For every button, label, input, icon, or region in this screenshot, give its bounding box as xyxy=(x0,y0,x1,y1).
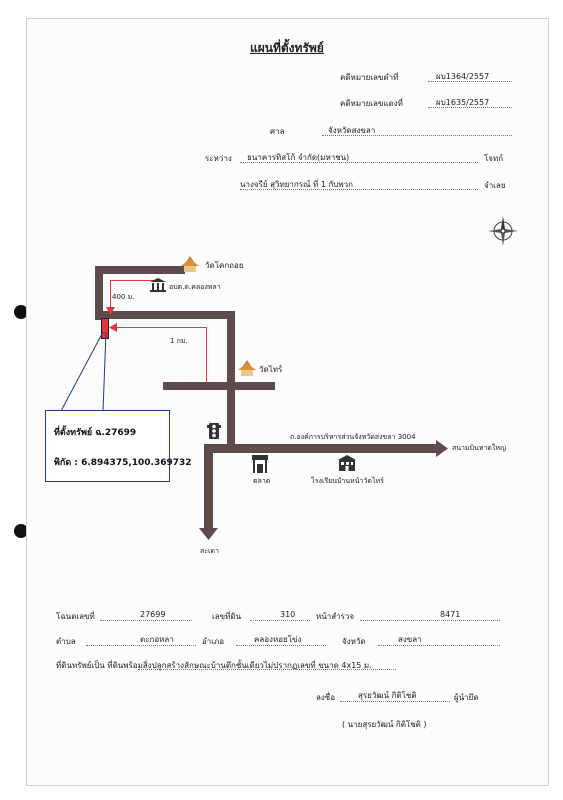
distance-1km-label: 1 กม. xyxy=(170,337,188,345)
deed-no-value: 27699 xyxy=(140,610,166,619)
market-icon xyxy=(252,455,268,473)
plaintiff-value: ธนาคารทิสโก้ จำกัด(มหาชน) xyxy=(247,153,350,162)
property-description: ที่ดินทรัพย์เป็น ที่ดินพร้อมสิ่งปลูกสร้า… xyxy=(56,661,372,670)
road-3004 xyxy=(204,444,437,453)
temple-top-label: วัดโคกถอย xyxy=(205,261,244,270)
red-case-label: คดีหมายเลขแดงที่ xyxy=(340,99,403,108)
school-label: โรงเรียนบ้านหน้าวัดไทร์ xyxy=(311,477,384,485)
province-label: จังหวัด xyxy=(342,637,366,646)
amphoe-value: คลองหอยโข่ง xyxy=(254,635,302,644)
province-value: สงขลา xyxy=(398,635,422,644)
printed-name: ( นายสุรยวัฒน์ กิติโชติ ) xyxy=(342,720,427,729)
district-office-label: อบต.ต.คลองหลา xyxy=(169,283,221,291)
court-underline xyxy=(322,135,512,136)
black-case-value: ผบ1364/2557 xyxy=(436,72,490,81)
tambon-underline xyxy=(86,645,196,646)
government-building-icon xyxy=(150,278,166,292)
province-underline xyxy=(378,645,500,646)
distance-arrow-1km-icon xyxy=(109,323,117,332)
tambon-value: ตะกอหลา xyxy=(140,635,174,644)
sign-label: ลงชื่อ xyxy=(316,693,336,702)
distance-400-label: 400 ม. xyxy=(112,293,135,301)
defendant-suffix: จำเลย xyxy=(484,181,506,190)
survey-underline xyxy=(360,620,500,621)
property-deed-text: ที่ตั้งทรัพย์ ฉ.27699 xyxy=(54,428,137,438)
property-coordinates-text: พิกัด : 6.894375,100.369732 xyxy=(54,458,192,468)
survey-value: 8471 xyxy=(440,610,461,619)
land-no-value: 310 xyxy=(280,610,296,619)
traffic-light-icon xyxy=(207,423,221,439)
road-3004-label: ถ.องค์การบริหารส่วนจังหวัดสงขลา 3004 xyxy=(290,433,416,441)
school-icon xyxy=(338,455,356,471)
black-case-underline xyxy=(428,81,512,82)
court-label: ศาล xyxy=(270,127,285,136)
land-no-label: เลขที่ดิน xyxy=(212,612,242,621)
defendant-underline xyxy=(240,189,478,190)
red-case-value: ผบ1635/2557 xyxy=(436,98,490,107)
black-case-label: คดีหมายเลขดำที่ xyxy=(340,73,399,82)
compass-icon xyxy=(488,216,518,246)
red-case-underline xyxy=(428,107,512,108)
sign-underline xyxy=(340,701,450,702)
punch-hole-bottom xyxy=(14,524,28,538)
distance-line-1km-vertical xyxy=(206,327,207,383)
road-left-vertical xyxy=(95,266,103,320)
arrow-right-icon xyxy=(436,440,448,457)
between-label: ระหว่าง xyxy=(205,154,232,163)
amphoe-label: อำเภอ xyxy=(202,637,225,646)
court-value: จังหวัดสงขลา xyxy=(328,126,376,135)
amphoe-underline xyxy=(236,645,326,646)
tambon-label: ตำบล xyxy=(56,637,76,646)
distance-line-400-vertical xyxy=(110,280,111,313)
property-info-box: ที่ตั้งทรัพย์ ฉ.27699 พิกัด : 6.894375,1… xyxy=(45,410,192,482)
to-south-label: สะเดา xyxy=(200,547,219,555)
property-marker xyxy=(101,318,109,339)
deed-no-underline xyxy=(100,620,192,621)
distance-arrow-400-icon xyxy=(106,307,115,315)
distance-line-400-top xyxy=(110,280,155,281)
road-to-south xyxy=(204,444,213,530)
plaintiff-suffix: โจทก์ xyxy=(484,154,504,163)
page-title: แผนที่ตั้งทรัพย์ xyxy=(250,41,324,55)
road-top-horizontal xyxy=(95,266,185,274)
sign-name: สุรยวัฒน์ กิติโชติ xyxy=(358,691,417,700)
pointer-line xyxy=(60,331,107,412)
temple-icon xyxy=(238,360,256,376)
deed-no-label: โฉนดเลขที่ xyxy=(56,612,95,621)
land-no-underline xyxy=(250,620,310,621)
distance-line-1km xyxy=(112,327,207,328)
airport-label: สนามบินหาดใหญ่ xyxy=(452,444,506,452)
temple-mid-label: วัดไทร์ xyxy=(259,365,283,374)
document-sheet xyxy=(26,18,549,786)
survey-label: หน้าสำรวจ xyxy=(316,612,355,621)
defendant-value: นางจรีย์ สุวิทยากรณ์ ที่ 1 กับพวก xyxy=(240,180,353,189)
market-label: ตลาด xyxy=(253,477,271,485)
plaintiff-underline xyxy=(240,162,478,163)
road-connector-horizontal xyxy=(95,311,235,319)
description-underline xyxy=(138,669,396,670)
sign-role: ผู้นำยึด xyxy=(454,693,479,702)
punch-hole-top xyxy=(14,305,28,319)
arrow-down-icon xyxy=(199,528,218,540)
temple-icon xyxy=(181,256,199,272)
road-temple-crossing xyxy=(163,382,275,390)
